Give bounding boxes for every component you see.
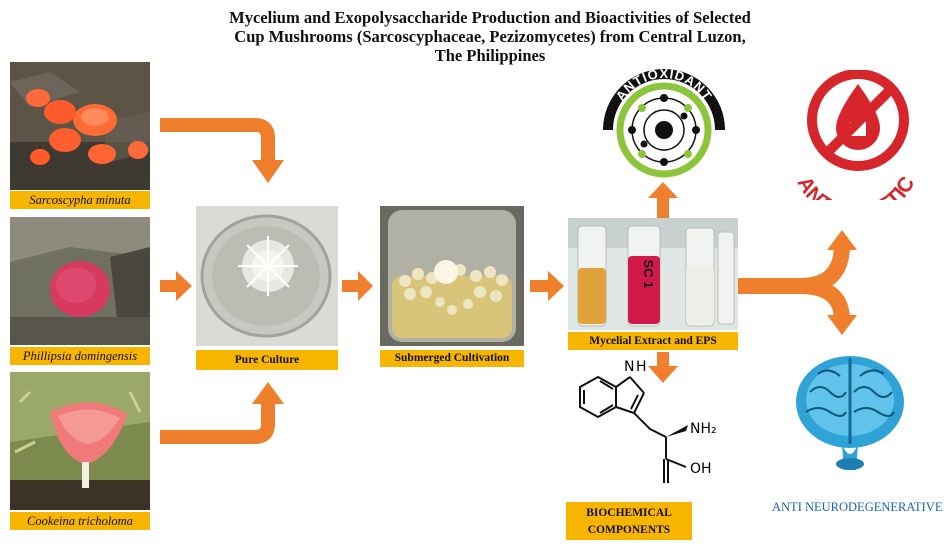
label-pure-culture: Pure Culture [196, 350, 338, 370]
molecule-n: N [624, 359, 634, 375]
label-anti-neurodegenerative: ANTI NEURODEGENERATIVE [772, 500, 943, 514]
photo-sarcoscypha-minuta [10, 62, 150, 190]
arrow-extract-to-antioxidant [657, 196, 669, 218]
antioxidant-icon: ANTIOXIDANT [603, 66, 725, 178]
svg-text:ANTIDIABETIC: ANTIDIABETIC [793, 173, 920, 200]
biochem-line-2: COMPONENTS [587, 524, 671, 536]
title-line-1: Mycelium and Exopolysaccharide Productio… [229, 8, 751, 27]
arrow-from-sarcoscypha [160, 118, 275, 163]
tryptophan-molecule: N H NH₂ OH [579, 359, 717, 483]
photo-phillipsia-domingensis [10, 217, 150, 345]
molecule-h: H [636, 359, 647, 375]
arrow-from-cookeina [160, 402, 275, 444]
photo-pure-culture [196, 206, 338, 346]
tube-label: SC 1 [641, 260, 656, 289]
photo-cookeina-tricholoma [10, 372, 150, 510]
label-biochemical-components: BIOCHEMICAL COMPONENTS [566, 502, 692, 540]
arrow-culture-to-submerged [342, 280, 360, 292]
arrow-head-up-1 [252, 382, 284, 404]
arrow-head-down-2 [648, 366, 678, 383]
photo-submerged-cultivation [380, 206, 524, 346]
photo-mycelial-extract: SC 1 [568, 218, 738, 330]
arrow-extract-to-split [738, 244, 850, 321]
title-line-2: Cup Mushrooms (Sarcoscyphaceae, Pezizomy… [234, 27, 746, 46]
arrow-extract-to-biochemical [657, 352, 669, 368]
brain-icon [796, 356, 904, 470]
arrow-head-up-2 [648, 182, 678, 198]
arrow-head-down-3 [827, 315, 857, 335]
antidiabetic-label: ANTIDIABETIC [793, 173, 920, 200]
caption-phillipsia-domingensis: Phillipsia domingensis [10, 347, 150, 365]
antidiabetic-icon: ANTIDIABETIC [793, 70, 920, 200]
title-line-3: The Philippines [434, 46, 546, 65]
arrow-submerged-to-extract [530, 280, 550, 292]
molecule-nh2: NH₂ [690, 421, 717, 437]
biochem-line-1: BIOCHEMICAL [586, 507, 672, 519]
caption-cookeina-tricholoma: Cookeina tricholoma [10, 512, 150, 530]
arrow-head-right-1 [176, 271, 192, 301]
molecule-oh: OH [690, 461, 712, 477]
label-mycelial-extract: Mycelial Extract and EPS [568, 332, 738, 350]
label-submerged-cultivation: Submerged Cultivation [380, 350, 524, 367]
page-title: Mycelium and Exopolysaccharide Productio… [120, 8, 860, 65]
caption-sarcoscypha-minuta: Sarcoscypha minuta [10, 191, 150, 209]
arrow-from-phillipsia [160, 280, 178, 292]
arrow-head-up-3 [827, 230, 857, 250]
arrow-head-right-2 [358, 271, 373, 301]
arrow-head-right-3 [548, 271, 564, 301]
arrow-head-down-1 [252, 160, 284, 183]
